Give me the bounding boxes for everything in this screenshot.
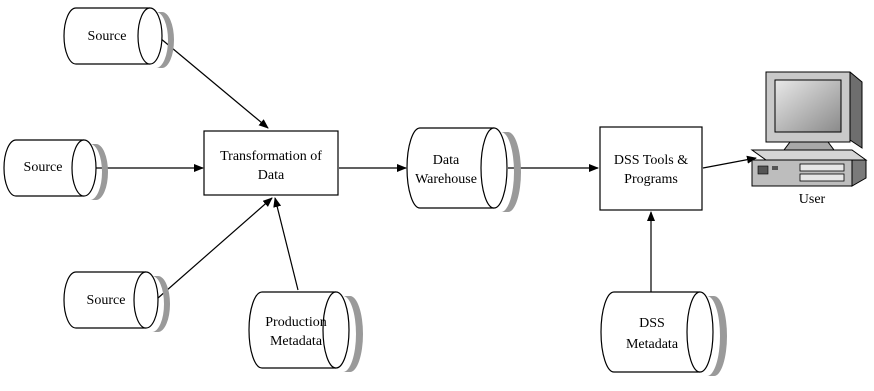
transformation-label-line1: Transformation of (220, 149, 322, 164)
source-bottom-drum: Source (63, 271, 170, 332)
data-warehouse-drum: Data Warehouse (406, 127, 521, 212)
dss-tools-label-line1: DSS Tools & (614, 153, 688, 168)
source-mid-drum: Source (3, 139, 108, 200)
arrow-source-bottom-to-transformation (157, 197, 273, 299)
user-label: User (799, 192, 826, 207)
arrow-dss-tools-to-user (702, 155, 757, 169)
desktop-computer-icon (750, 71, 868, 187)
dss-tools-box: DSS Tools & Programs (599, 126, 703, 211)
dss-metadata-label-line2: Metadata (626, 337, 679, 352)
transformation-box: Transformation of Data (203, 130, 339, 196)
dss-tools-label-line2: Programs (624, 172, 678, 187)
source-top-label: Source (88, 29, 127, 44)
production-metadata-label-line1: Production (265, 315, 326, 330)
data-warehouse-label-line1: Data (433, 153, 460, 168)
data-warehouse-label-line2: Warehouse (415, 172, 477, 187)
connectors (96, 37, 757, 299)
arrow-production-metadata-to-transformation (273, 197, 299, 291)
transformation-label-line2: Data (258, 168, 285, 183)
source-mid-label: Source (24, 160, 63, 175)
source-bottom-label: Source (87, 293, 126, 308)
dss-metadata-drum: DSS Metadata (600, 291, 727, 376)
production-metadata-drum: Production Metadata (248, 291, 363, 372)
arrow-source-top-to-transformation (159, 37, 269, 129)
source-top-drum: Source (63, 7, 174, 68)
production-metadata-label-line2: Metadata (270, 334, 323, 349)
dss-metadata-label-line1: DSS (639, 316, 665, 331)
